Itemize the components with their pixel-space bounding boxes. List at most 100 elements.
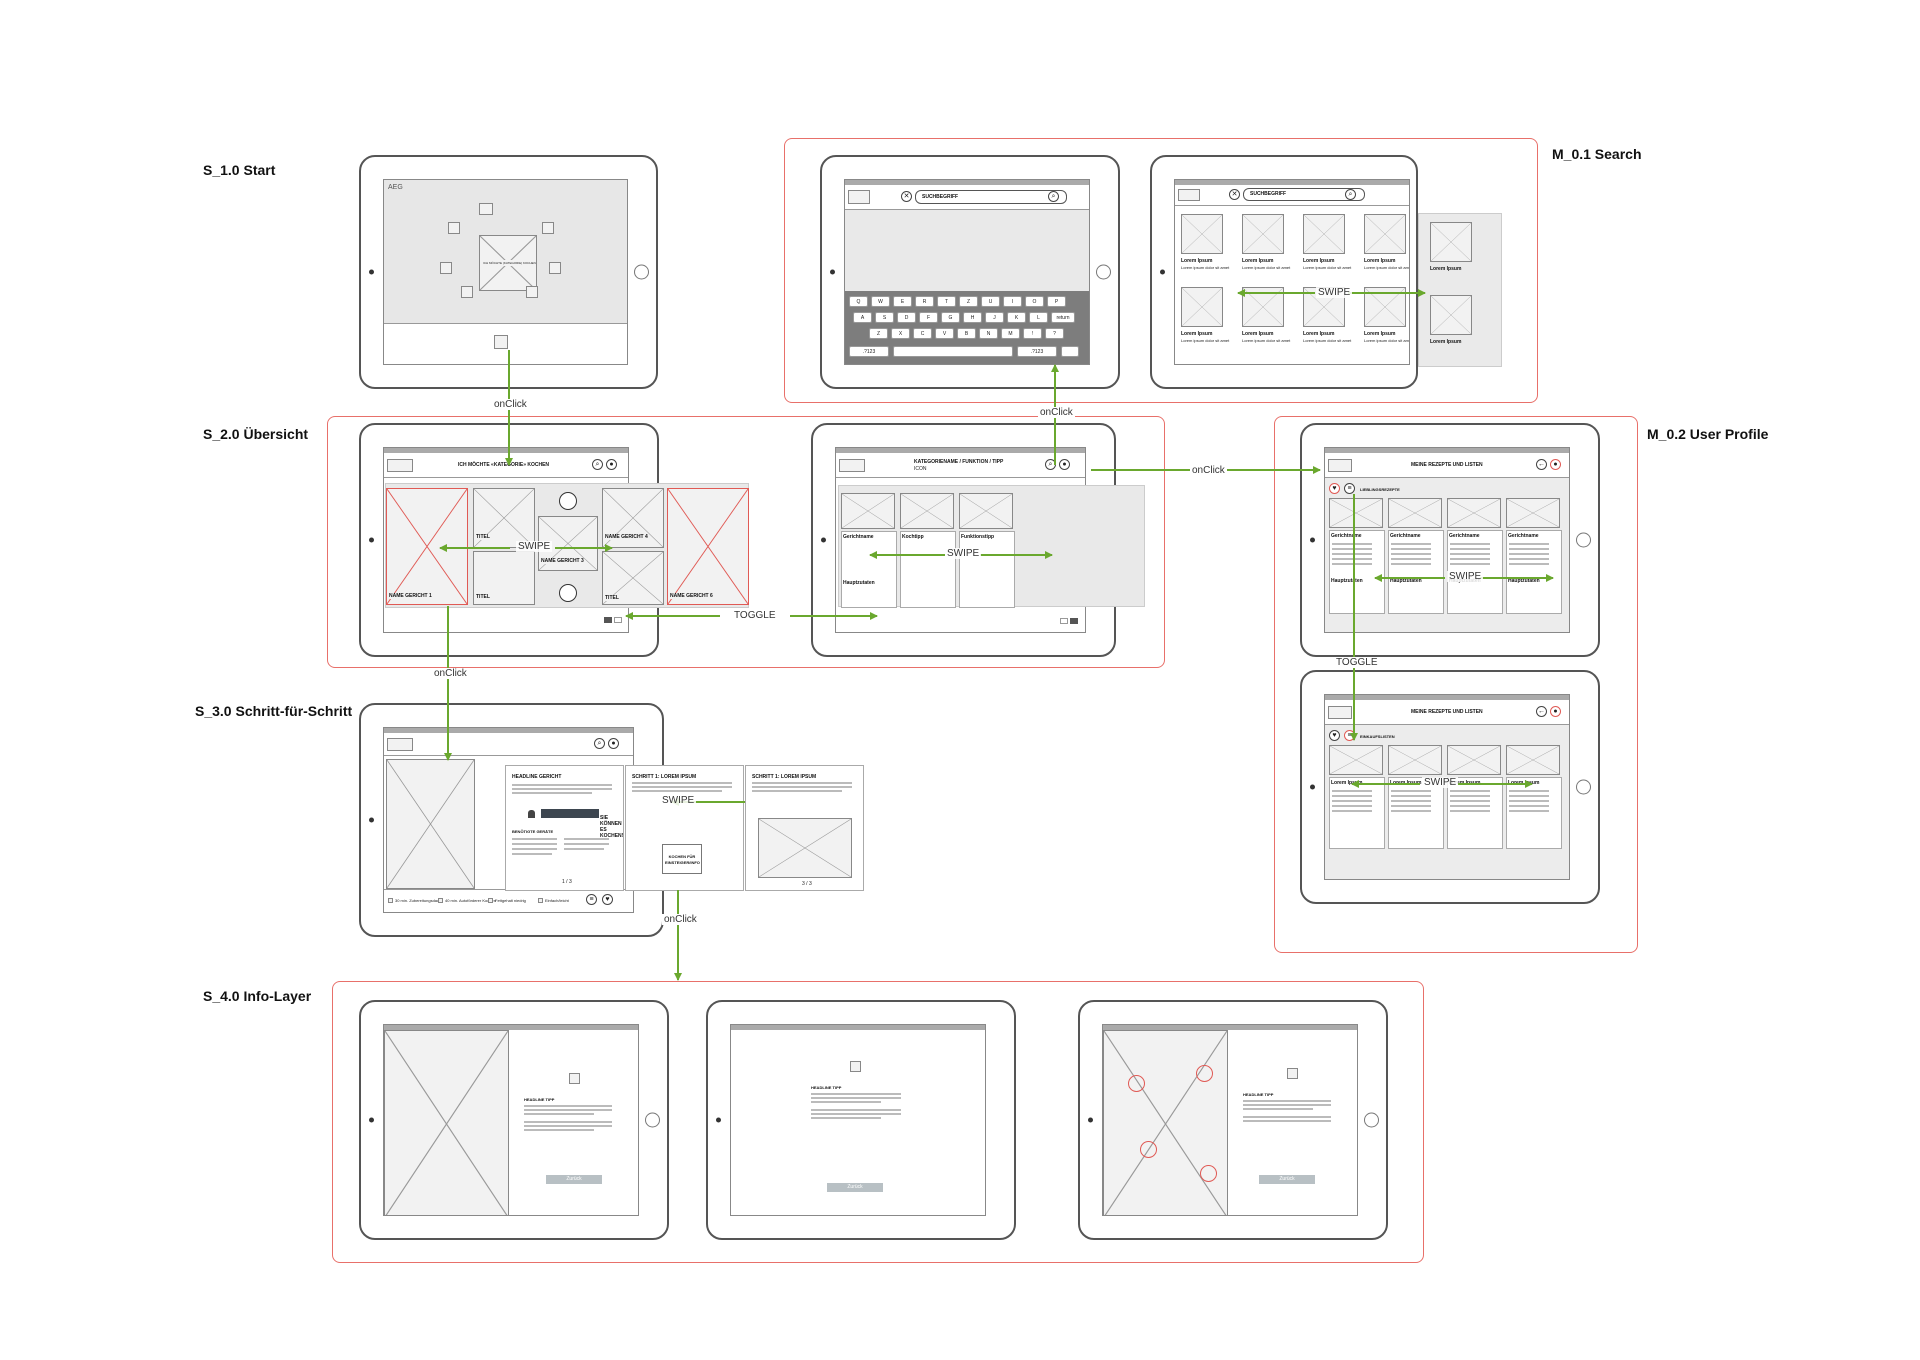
- profile-card-image[interactable]: [1388, 745, 1442, 775]
- key-c[interactable]: C: [913, 328, 932, 339]
- profile-card[interactable]: [1447, 777, 1503, 849]
- result-thumbnail[interactable]: [1430, 222, 1472, 262]
- heart-tab-icon[interactable]: ♥: [1329, 730, 1340, 741]
- key-l[interactable]: L: [1029, 312, 1048, 323]
- key-g[interactable]: G: [941, 312, 960, 323]
- search-icon[interactable]: ⌕: [1345, 189, 1356, 200]
- profile-card[interactable]: [1329, 777, 1385, 849]
- heart-tab-icon[interactable]: ♥: [1329, 483, 1340, 494]
- key-j[interactable]: J: [985, 312, 1004, 323]
- result-thumbnail[interactable]: [1430, 295, 1472, 335]
- result-thumbnail[interactable]: [1364, 214, 1406, 254]
- list-icon[interactable]: ≡: [586, 894, 597, 905]
- key-a[interactable]: A: [853, 312, 872, 323]
- key-m[interactable]: M: [1001, 328, 1020, 339]
- key-o[interactable]: O: [1025, 296, 1044, 307]
- key-e[interactable]: E: [893, 296, 912, 307]
- key-s[interactable]: S: [875, 312, 894, 323]
- hotspot-circle[interactable]: [1196, 1065, 1213, 1082]
- key-t[interactable]: T: [937, 296, 956, 307]
- key-w[interactable]: W: [871, 296, 890, 307]
- dish-card-2[interactable]: TITEL: [473, 488, 535, 548]
- profile-card-image[interactable]: [1329, 498, 1383, 528]
- key-d[interactable]: D: [897, 312, 916, 323]
- user-icon[interactable]: ●: [1550, 459, 1561, 470]
- start-bottom-tile[interactable]: [494, 335, 508, 349]
- view-toggle-grid-icon[interactable]: [1060, 618, 1068, 624]
- list-card-image[interactable]: [841, 493, 895, 529]
- key-space[interactable]: [893, 346, 1013, 357]
- user-icon[interactable]: ●: [1059, 459, 1070, 470]
- back-arrow-icon[interactable]: ←: [1536, 706, 1547, 717]
- start-tile-7[interactable]: [526, 286, 538, 298]
- user-icon[interactable]: ●: [606, 459, 617, 470]
- key-numbers-left[interactable]: .?123: [849, 346, 889, 357]
- result-thumbnail[interactable]: [1181, 287, 1223, 327]
- start-center-tile[interactable]: ICH MÖCHTE (KATEGORIE) KOCHEN: [479, 235, 537, 291]
- info-layer-trigger[interactable]: KOCHEN FÜR EINSTEIGER/INFO: [662, 844, 702, 874]
- heart-icon[interactable]: ♥: [602, 894, 613, 905]
- key-keyboard-hide[interactable]: [1061, 346, 1079, 357]
- profile-card[interactable]: [1506, 777, 1562, 849]
- back-button[interactable]: Zurück: [1259, 1175, 1315, 1184]
- hotspot-circle[interactable]: [1128, 1075, 1145, 1092]
- profile-card[interactable]: [1388, 777, 1444, 849]
- back-button[interactable]: Zurück: [827, 1183, 883, 1192]
- list-card[interactable]: [959, 531, 1015, 608]
- hotspot-circle[interactable]: [1140, 1141, 1157, 1158]
- profile-card-image[interactable]: [1447, 498, 1501, 528]
- dish-card-6[interactable]: NAME GERICHT 6: [667, 488, 749, 605]
- key-u[interactable]: U: [981, 296, 1000, 307]
- key-numbers-right[interactable]: .?123: [1017, 346, 1057, 357]
- result-thumbnail[interactable]: [1181, 214, 1223, 254]
- key-z[interactable]: Z: [869, 328, 888, 339]
- view-toggle-grid-icon[interactable]: [604, 617, 612, 623]
- key-x[interactable]: X: [891, 328, 910, 339]
- user-icon[interactable]: ●: [1550, 706, 1561, 717]
- key-v[interactable]: V: [935, 328, 954, 339]
- key-q[interactable]: Q: [849, 296, 868, 307]
- start-tile-5[interactable]: [549, 262, 561, 274]
- profile-card-image[interactable]: [1447, 745, 1501, 775]
- key-z[interactable]: Z: [959, 296, 978, 307]
- key-k[interactable]: K: [1007, 312, 1026, 323]
- back-arrow-icon[interactable]: ←: [1536, 459, 1547, 470]
- profile-card-image[interactable]: [1329, 745, 1383, 775]
- close-icon[interactable]: ✕: [901, 191, 912, 202]
- portion-selector[interactable]: [541, 809, 599, 818]
- close-icon[interactable]: ✕: [1229, 189, 1240, 200]
- hotspot-circle[interactable]: [1200, 1165, 1217, 1182]
- key-f[interactable]: F: [919, 312, 938, 323]
- dish-card-5[interactable]: TITEL: [602, 551, 664, 605]
- search-icon[interactable]: ⌕: [594, 738, 605, 749]
- start-tile-4[interactable]: [440, 262, 452, 274]
- dish-card-1[interactable]: NAME GERICHT 1: [386, 488, 468, 605]
- list-card-image[interactable]: [959, 493, 1013, 529]
- list-card[interactable]: [900, 531, 956, 608]
- search-icon[interactable]: ⌕: [1048, 191, 1059, 202]
- result-thumbnail[interactable]: [1303, 214, 1345, 254]
- start-tile-3[interactable]: [542, 222, 554, 234]
- key-p[interactable]: P: [1047, 296, 1066, 307]
- view-toggle-list-icon[interactable]: [1070, 618, 1078, 624]
- user-icon[interactable]: ●: [608, 738, 619, 749]
- list-tab-icon[interactable]: ≡: [1344, 483, 1355, 494]
- profile-card-image[interactable]: [1506, 498, 1560, 528]
- search-input[interactable]: SUCHBEGRIFF: [915, 190, 1067, 204]
- key-h[interactable]: H: [963, 312, 982, 323]
- start-tile-6[interactable]: [461, 286, 473, 298]
- profile-card-image[interactable]: [1506, 745, 1560, 775]
- result-thumbnail[interactable]: [1242, 214, 1284, 254]
- back-button[interactable]: Zurück: [546, 1175, 602, 1184]
- profile-card-image[interactable]: [1388, 498, 1442, 528]
- dish-card-4[interactable]: NAME GERICHT 4: [602, 488, 664, 548]
- key-![interactable]: !: [1023, 328, 1042, 339]
- view-toggle-list-icon[interactable]: [614, 617, 622, 623]
- search-input[interactable]: SUCHBEGRIFF: [1243, 188, 1365, 201]
- start-tile-1[interactable]: [479, 203, 493, 215]
- key-i[interactable]: I: [1003, 296, 1022, 307]
- list-card-image[interactable]: [900, 493, 954, 529]
- key-return[interactable]: return: [1051, 312, 1075, 323]
- key-?[interactable]: ?: [1045, 328, 1064, 339]
- dish-card-2b[interactable]: TITEL: [473, 551, 535, 605]
